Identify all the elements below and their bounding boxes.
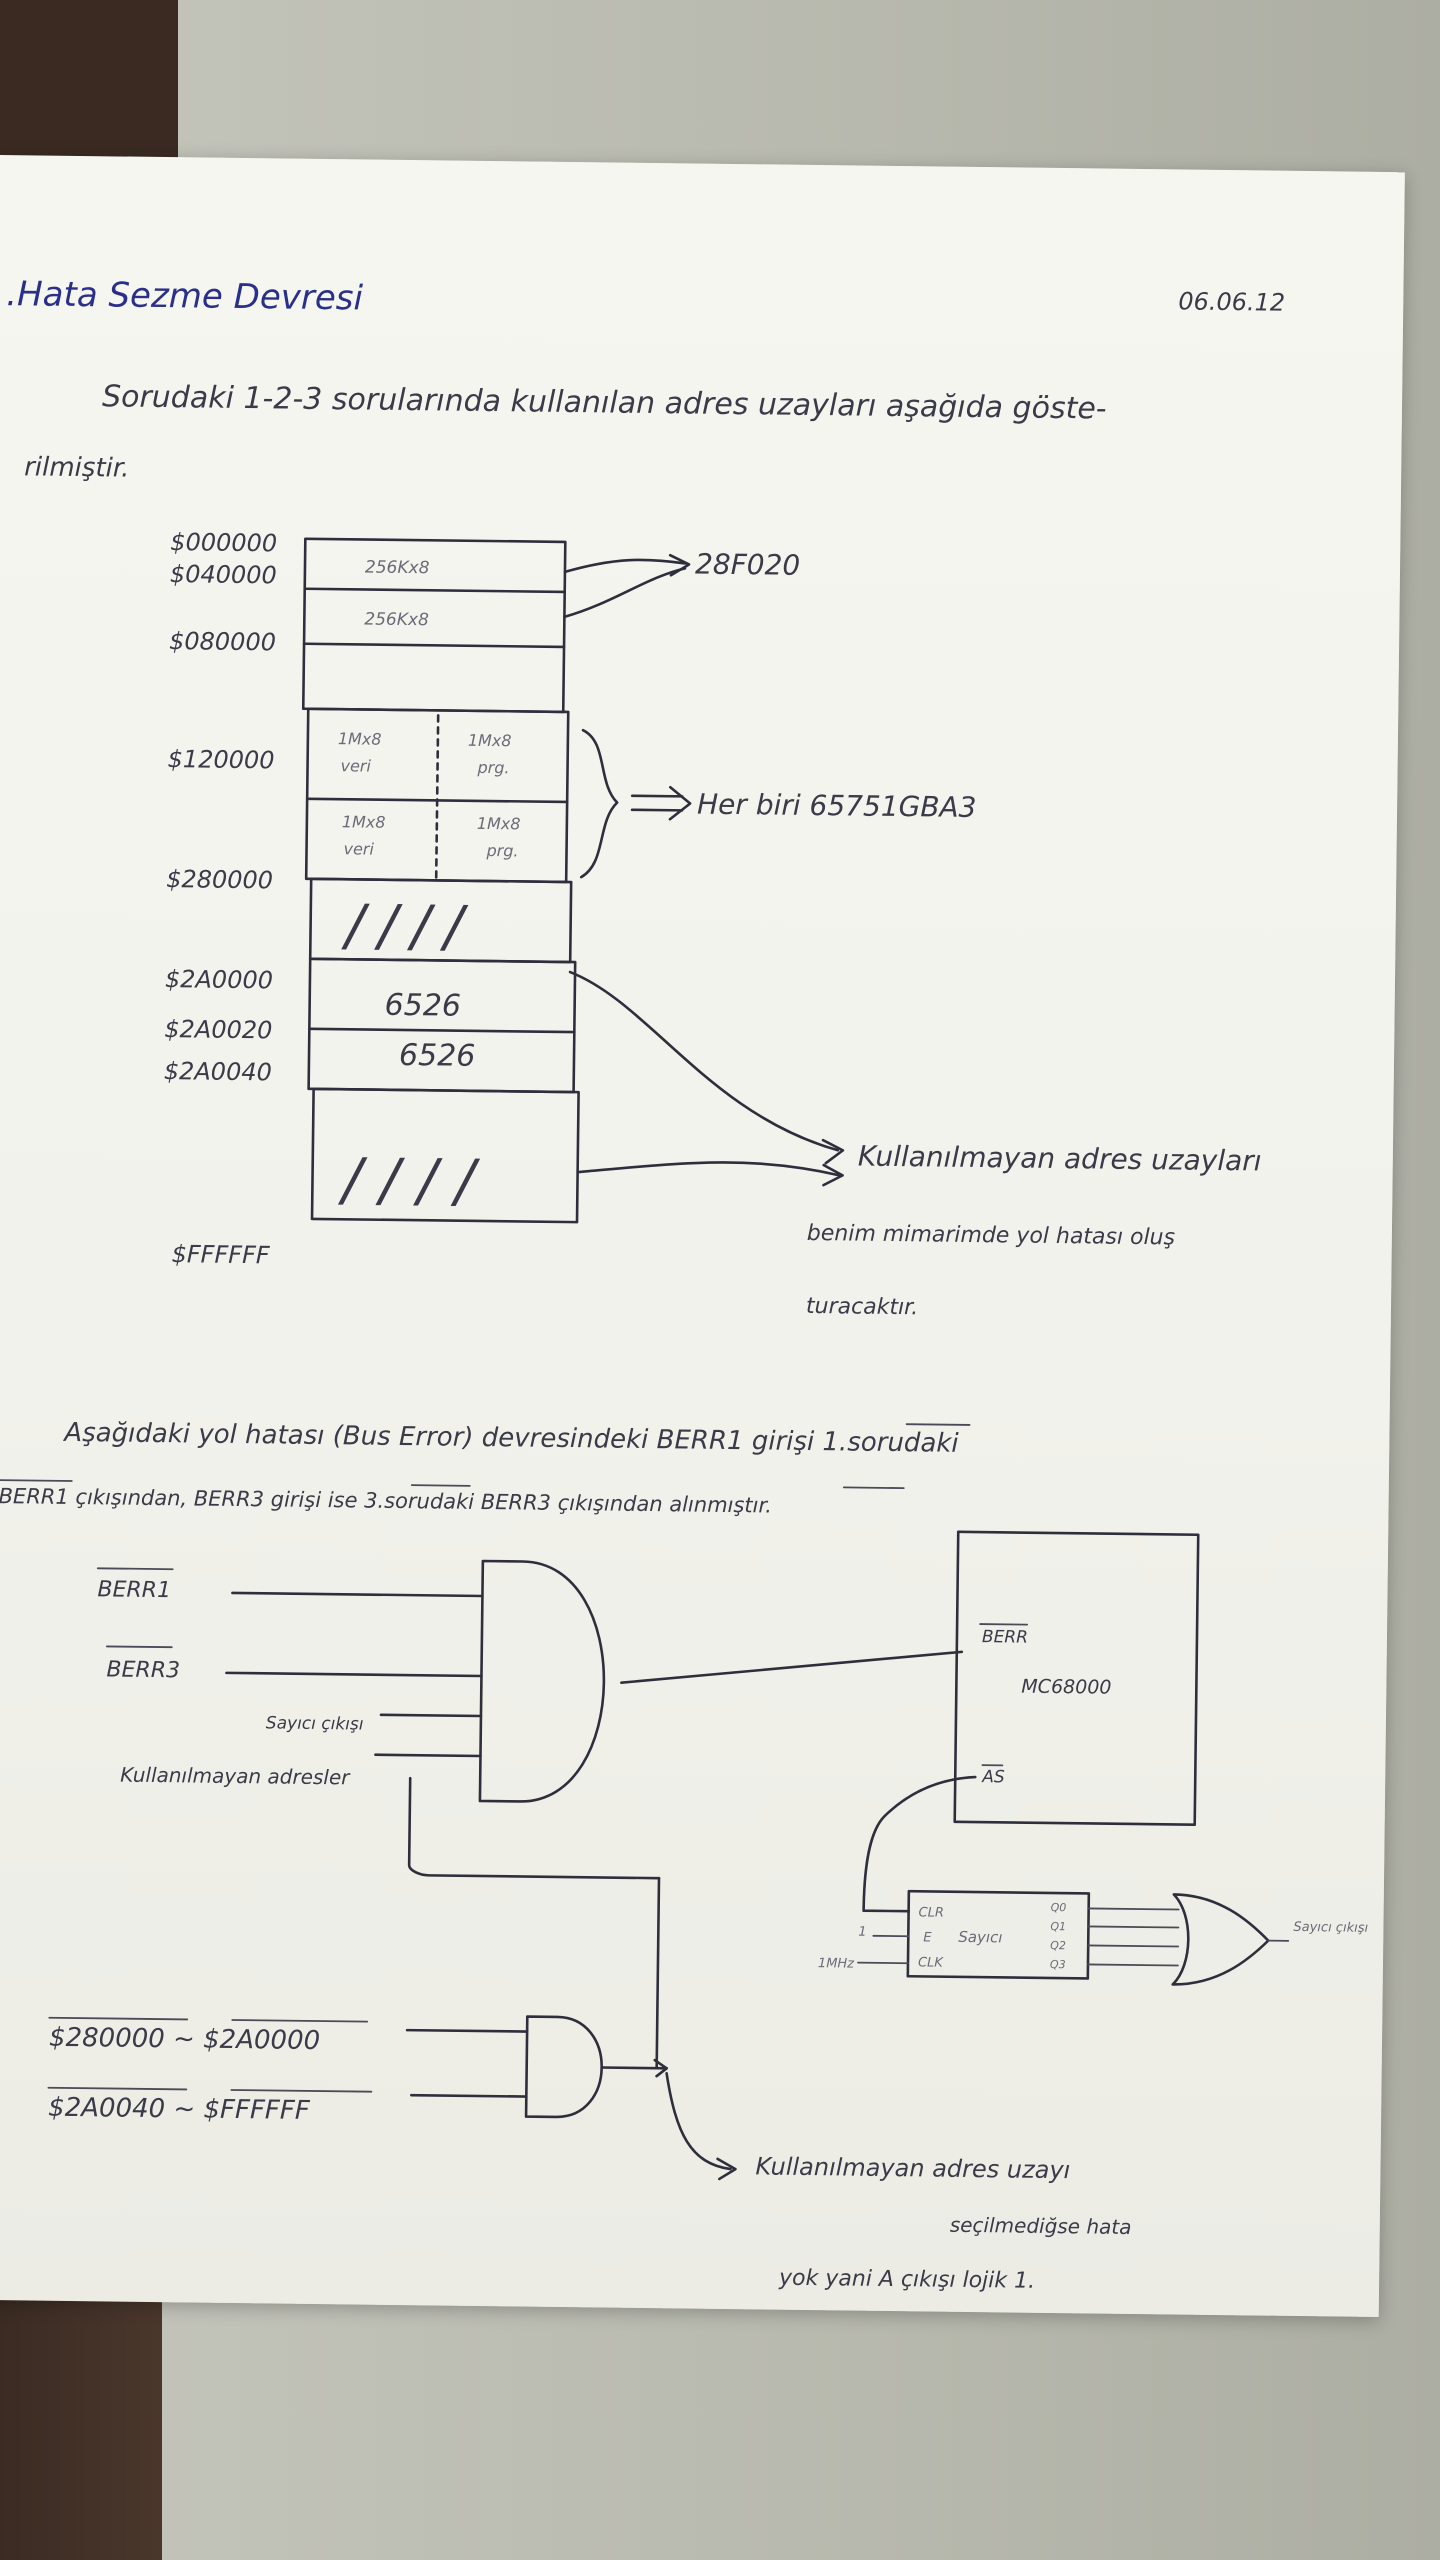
counter-pin-clk: CLK xyxy=(918,1955,945,1970)
cpu-name: MC68000 xyxy=(1021,1676,1111,1699)
paragraph-line-2: BERR1 çıkışından, BERR3 girişi ise 3.sor… xyxy=(0,1484,772,1517)
ram-chip-label: Her biri 65751GBA3 xyxy=(697,788,977,824)
addr-2a0020: $2A0020 xyxy=(164,1015,272,1044)
counter-out-q1: Q1 xyxy=(1050,1920,1066,1933)
counter-input-1: 1 xyxy=(858,1925,866,1940)
input-counter-output: Sayıcı çıkışı xyxy=(266,1713,364,1734)
and-gate-range xyxy=(524,2015,603,2119)
door-frame-top xyxy=(0,0,178,170)
paper-sheet: .Hata Sezme Devresi 06.06.12 Sorudaki 1-… xyxy=(0,155,1405,2318)
range-input-2: $2A0040 ~ $FFFFFF xyxy=(48,2093,311,2126)
ram-cell-2-type: prg. xyxy=(476,758,509,777)
input-unused-addresses: Kullanılmayan adresler xyxy=(120,1763,351,1790)
ram-cell-1-size: 1Mx8 xyxy=(338,729,382,749)
io-block-2: 6526 xyxy=(399,1038,476,1074)
unused-arrow-1 xyxy=(568,970,840,1152)
rom-block-1: 256Kx8 xyxy=(365,557,430,578)
counter-out-q0: Q0 xyxy=(1051,1901,1067,1914)
counter-out-q2: Q2 xyxy=(1050,1939,1066,1952)
input-berr3: BERR3 xyxy=(106,1657,180,1683)
addr-280000: $280000 xyxy=(166,865,273,894)
range-note-arrow xyxy=(665,2071,732,2171)
ram-cell-3-size: 1Mx8 xyxy=(342,812,386,832)
rom-chip-label: 28F020 xyxy=(695,548,801,582)
addr-2a0000: $2A0000 xyxy=(165,965,273,994)
door-frame-bottom xyxy=(0,2290,162,2560)
unused-arrow-2 xyxy=(576,1161,841,1177)
unused-hatch-2: //// xyxy=(337,1145,493,1215)
counter-output-label: Sayıcı çıkışı xyxy=(1293,1920,1368,1936)
range-input-1: $280000 ~ $2A0000 xyxy=(49,2023,321,2056)
memory-map: $000000 $040000 $080000 $120000 $280000 … xyxy=(164,528,1262,1320)
page-title: .Hata Sezme Devresi xyxy=(6,274,364,318)
counter-label: Sayıcı xyxy=(958,1928,1002,1947)
cpu-box xyxy=(953,1530,1200,1827)
range-note-line-1: Kullanılmayan adres uzayı xyxy=(755,2152,1070,2184)
addr-ffffff: $FFFFFF xyxy=(171,1240,271,1269)
addr-2a0040: $2A0040 xyxy=(164,1057,272,1086)
cpu-pin-as: AS xyxy=(981,1767,1005,1787)
unused-note-line-3: turacaktır. xyxy=(806,1294,918,1320)
or-gate-counter xyxy=(1171,1893,1270,1986)
intro-line-1: Sorudaki 1-2-3 sorularında kullanılan ad… xyxy=(102,379,1107,426)
page-date: 06.06.12 xyxy=(1178,287,1285,316)
cpu-pin-berr: BERR xyxy=(982,1627,1028,1648)
and-gate-main xyxy=(478,1559,606,1803)
unused-note-line-2: benim mimarimde yol hatası oluş xyxy=(807,1221,1175,1250)
range-note-line-3: yok yani A çıkışı lojik 1. xyxy=(778,2266,1035,2294)
ram-cell-2-size: 1Mx8 xyxy=(468,731,512,751)
bus-error-circuit: BERR1 BERR3 Sayıcı çıkışı Kullanılmayan … xyxy=(47,1530,1369,2294)
unused-note-line-1: Kullanılmayan adres uzayları xyxy=(858,1140,1262,1178)
counter-out-q3: Q3 xyxy=(1050,1958,1066,1971)
addr-000000: $000000 xyxy=(170,528,277,557)
rom-block-2: 256Kx8 xyxy=(364,609,429,630)
paragraph-line-1: Aşağıdaki yol hatası (Bus Error) devresi… xyxy=(62,1418,959,1459)
addr-120000: $120000 xyxy=(167,745,274,774)
handwritten-page: .Hata Sezme Devresi 06.06.12 Sorudaki 1-… xyxy=(0,274,1369,2294)
ram-cell-4-type: prg. xyxy=(485,841,518,860)
unused-wire-top xyxy=(407,1776,661,1880)
counter-pin-e: E xyxy=(923,1930,932,1945)
counter-input-1mhz: 1MHz xyxy=(818,1956,855,1971)
range-note-line-2: seçilmediğse hata xyxy=(950,2213,1132,2239)
unused-hatch-1: //// xyxy=(340,893,477,960)
as-wire xyxy=(862,1775,977,1913)
addr-080000: $080000 xyxy=(169,627,276,656)
input-berr1: BERR1 xyxy=(97,1577,171,1603)
counter-box xyxy=(906,1889,1091,1980)
io-block-1: 6526 xyxy=(384,988,461,1024)
ram-cell-1-type: veri xyxy=(340,756,371,775)
counter-pin-clr: CLR xyxy=(919,1905,945,1920)
ram-cell-3-type: veri xyxy=(343,839,374,858)
ram-brace xyxy=(579,728,619,879)
ram-cell-4-size: 1Mx8 xyxy=(477,814,521,834)
intro-line-2: rilmiştir. xyxy=(24,452,130,483)
addr-040000: $040000 xyxy=(170,560,277,589)
